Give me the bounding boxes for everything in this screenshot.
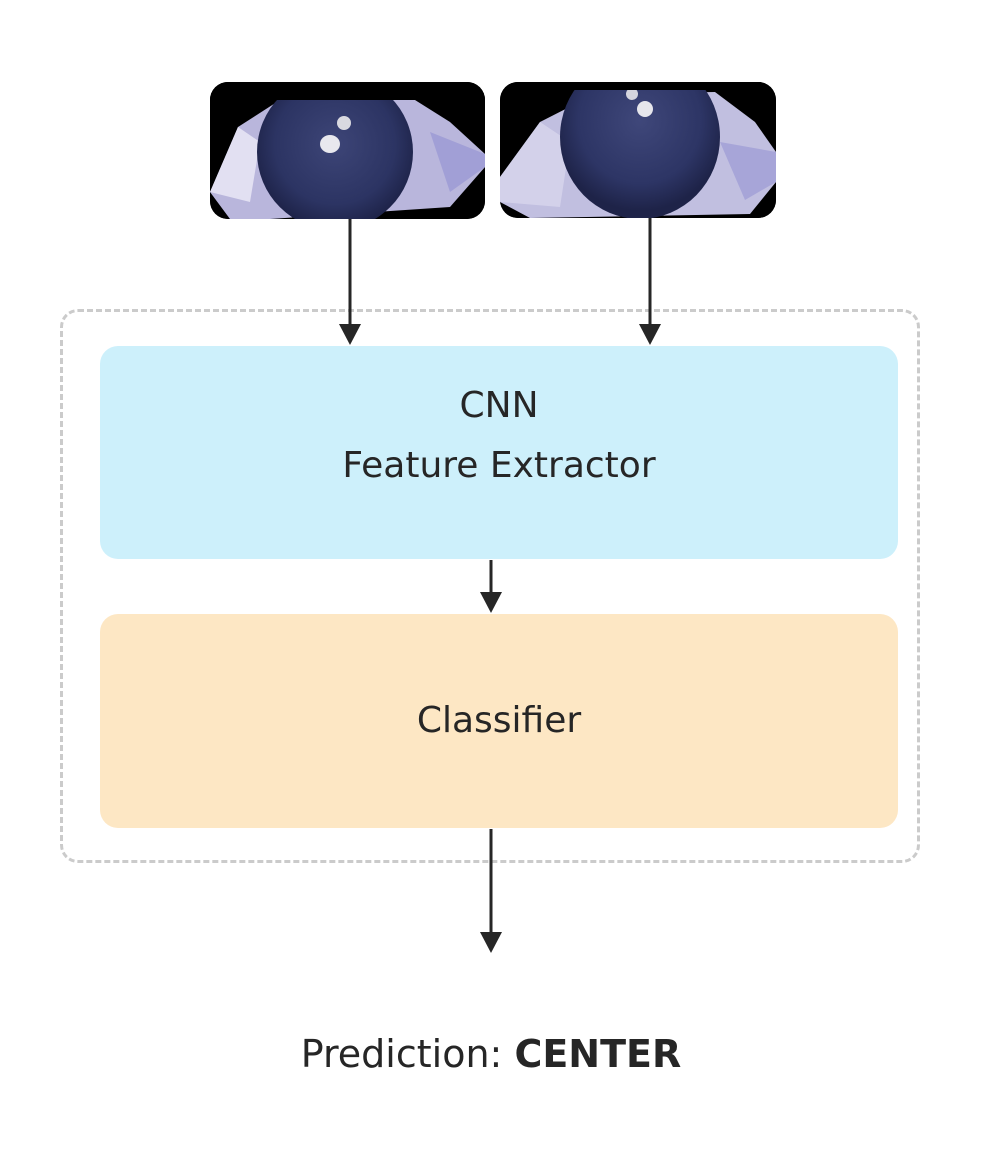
cnn-feature-extractor-block: CNN Feature Extractor bbox=[100, 346, 898, 559]
prediction-output: Prediction: CENTER bbox=[0, 1026, 982, 1082]
cnn-title: CNN bbox=[459, 385, 539, 426]
cnn-subtitle: Feature Extractor bbox=[342, 445, 656, 486]
classifier-label: Classifier bbox=[416, 700, 582, 741]
prediction-label: Prediction: bbox=[300, 1032, 515, 1076]
right-eye-image bbox=[500, 82, 776, 218]
prediction-value: CENTER bbox=[514, 1032, 682, 1076]
left-eye-image bbox=[210, 82, 485, 219]
classifier-block: Classifier bbox=[100, 614, 898, 828]
